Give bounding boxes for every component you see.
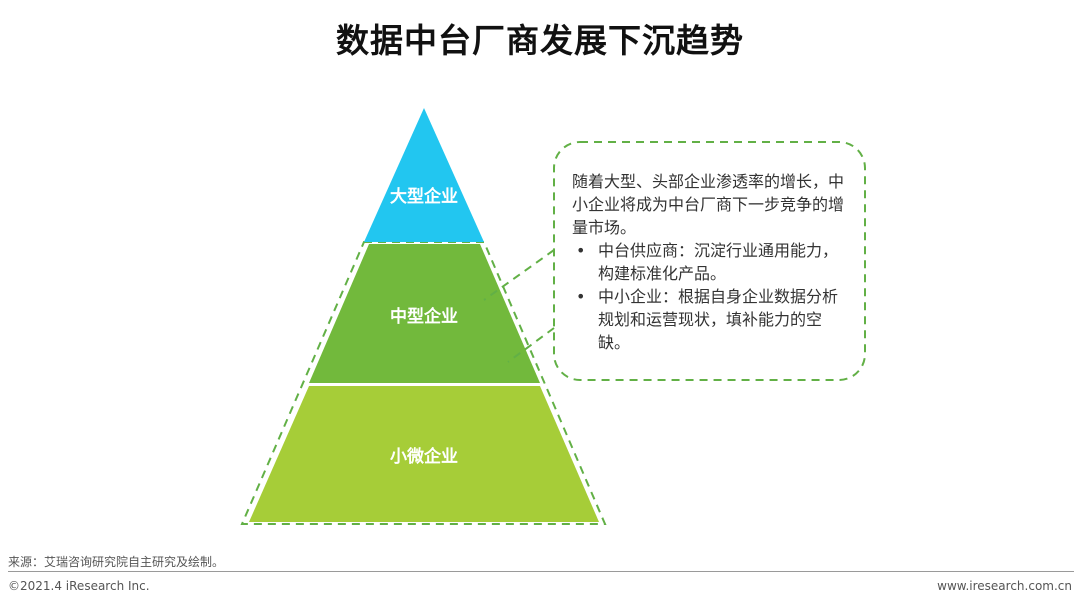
tier-label-medium-enterprise: 中型企业 [390,307,458,327]
page-title: 数据中台厂商发展下沉趋势 [336,21,744,60]
callout-bullet-sme: 中小企业：根据自身企业数据分析规划和运营现状，填补能力的空缺。 [572,285,848,354]
callout-bullet-list: 中台供应商：沉淀行业通用能力，构建标准化产品。 中小企业：根据自身企业数据分析规… [572,239,848,354]
callout-connector-line [483,249,555,301]
callout-bullet-supplier: 中台供应商：沉淀行业通用能力，构建标准化产品。 [572,239,848,285]
pyramid-middle-tier [309,244,540,383]
copyright: ©2021.4 iResearch Inc. [8,579,150,593]
pyramid-bottom-tier [249,386,599,522]
pyramid-top-tier [364,108,484,242]
tier-label-large-enterprise: 大型企业 [390,187,458,207]
callout-text: 随着大型、头部企业渗透率的增长，中小企业将成为中台厂商下一步竞争的增量市场。 中… [572,170,848,354]
footer-divider [8,571,1074,572]
pyramid-dashed-outline [240,241,607,525]
callout-intro: 随着大型、头部企业渗透率的增长，中小企业将成为中台厂商下一步竞争的增量市场。 [572,172,845,237]
source-note: 来源：艾瑞咨询研究院自主研究及绘制。 [8,555,225,569]
callout-box [553,141,866,381]
website-url: www.iresearch.com.cn [937,579,1072,593]
tier-label-small-enterprise: 小微企业 [390,447,458,467]
callout-connector-line [507,327,555,363]
